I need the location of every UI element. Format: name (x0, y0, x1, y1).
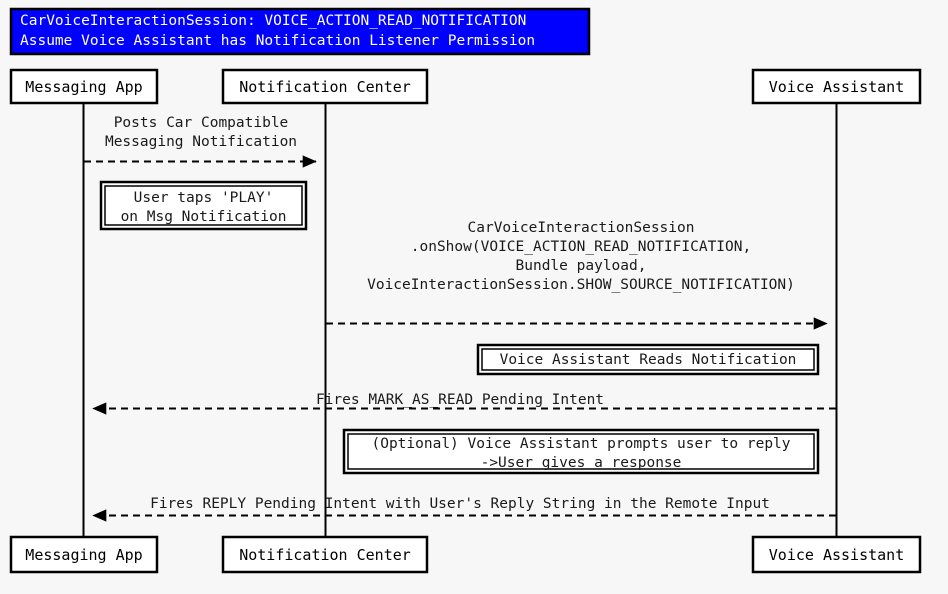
participant-footer-messaging-app[interactable]: Messaging App (9, 535, 159, 574)
note-optional-reply-prompt-box (342, 428, 820, 475)
message-reply-intent: Fires REPLY Pending Intent with User's R… (92, 496, 836, 522)
note-user-taps-play: User taps 'PLAY' on Msg Notification (99, 180, 308, 231)
note-assistant-reads-box (476, 343, 820, 376)
participant-label-bottom-voice-assistant: Voice Assistant (769, 546, 904, 564)
participant-box-top-notification-center[interactable] (221, 68, 429, 105)
title-banner: CarVoiceInteractionSession: VOICE_ACTION… (9, 7, 591, 56)
participant-label-top-voice-assistant: Voice Assistant (769, 78, 904, 96)
message-onshow-label-line-2: .onShow(VOICE_ACTION_READ_NOTIFICATION, (411, 239, 751, 255)
note-user-taps-play-line-2: on Msg Notification (121, 209, 287, 225)
message-mark-as-read: Fires MARK_AS_READ Pending Intent (92, 392, 836, 415)
participant-header-voice-assistant[interactable]: Voice Assistant (751, 68, 922, 105)
participant-box-bottom-messaging-app[interactable] (9, 535, 159, 574)
note-assistant-reads-inner-border (481, 348, 815, 371)
participant-box-top-messaging-app[interactable] (9, 68, 159, 105)
message-posts-notification-label-line-1: Posts Car Compatible (114, 115, 289, 131)
participant-label-top-messaging-app: Messaging App (25, 78, 142, 96)
participant-box-bottom-notification-center[interactable] (221, 535, 429, 574)
participant-label-bottom-notification-center: Notification Center (239, 546, 411, 564)
participant-label-top-notification-center: Notification Center (239, 78, 411, 96)
participant-label-bottom-messaging-app: Messaging App (25, 546, 142, 564)
message-posts-notification-label-line-2: Messaging Notification (105, 134, 297, 150)
message-onshow: CarVoiceInteractionSession .onShow(VOICE… (326, 220, 828, 330)
note-assistant-reads: Voice Assistant Reads Notification (476, 343, 820, 376)
participant-box-top-voice-assistant[interactable] (751, 68, 922, 105)
note-optional-reply-prompt-line-1: (Optional) Voice Assistant prompts user … (371, 436, 790, 452)
note-optional-reply-prompt: (Optional) Voice Assistant prompts user … (342, 428, 820, 475)
participant-footer-voice-assistant[interactable]: Voice Assistant (751, 535, 922, 574)
note-assistant-reads-line-1: Voice Assistant Reads Notification (500, 352, 797, 368)
title-banner-box (9, 7, 591, 56)
note-user-taps-play-inner-border (104, 185, 303, 226)
message-onshow-label-line-1: CarVoiceInteractionSession (468, 220, 695, 236)
participant-box-bottom-voice-assistant[interactable] (751, 535, 922, 574)
participant-footer-notification-center[interactable]: Notification Center (221, 535, 429, 574)
note-user-taps-play-line-1: User taps 'PLAY' (134, 190, 274, 206)
message-reply-intent-label-line-1: Fires REPLY Pending Intent with User's R… (150, 496, 770, 512)
message-onshow-label-line-3: Bundle payload, (516, 258, 647, 274)
title-banner-line-1: CarVoiceInteractionSession: VOICE_ACTION… (20, 13, 526, 29)
note-optional-reply-prompt-inner-border (347, 433, 815, 470)
lifelines-group (82, 103, 838, 536)
note-user-taps-play-box (99, 180, 308, 231)
message-onshow-label-line-4: VoiceInteractionSession.SHOW_SOURCE_NOTI… (367, 277, 795, 293)
participant-header-messaging-app[interactable]: Messaging App (9, 68, 159, 105)
message-posts-notification: Posts Car Compatible Messaging Notificat… (84, 115, 317, 168)
title-banner-line-2: Assume Voice Assistant has Notification … (20, 33, 535, 49)
note-optional-reply-prompt-line-2: ->User gives a response (481, 455, 682, 471)
participant-header-notification-center[interactable]: Notification Center (221, 68, 429, 105)
message-mark-as-read-label-line-1: Fires MARK_AS_READ Pending Intent (316, 392, 604, 408)
